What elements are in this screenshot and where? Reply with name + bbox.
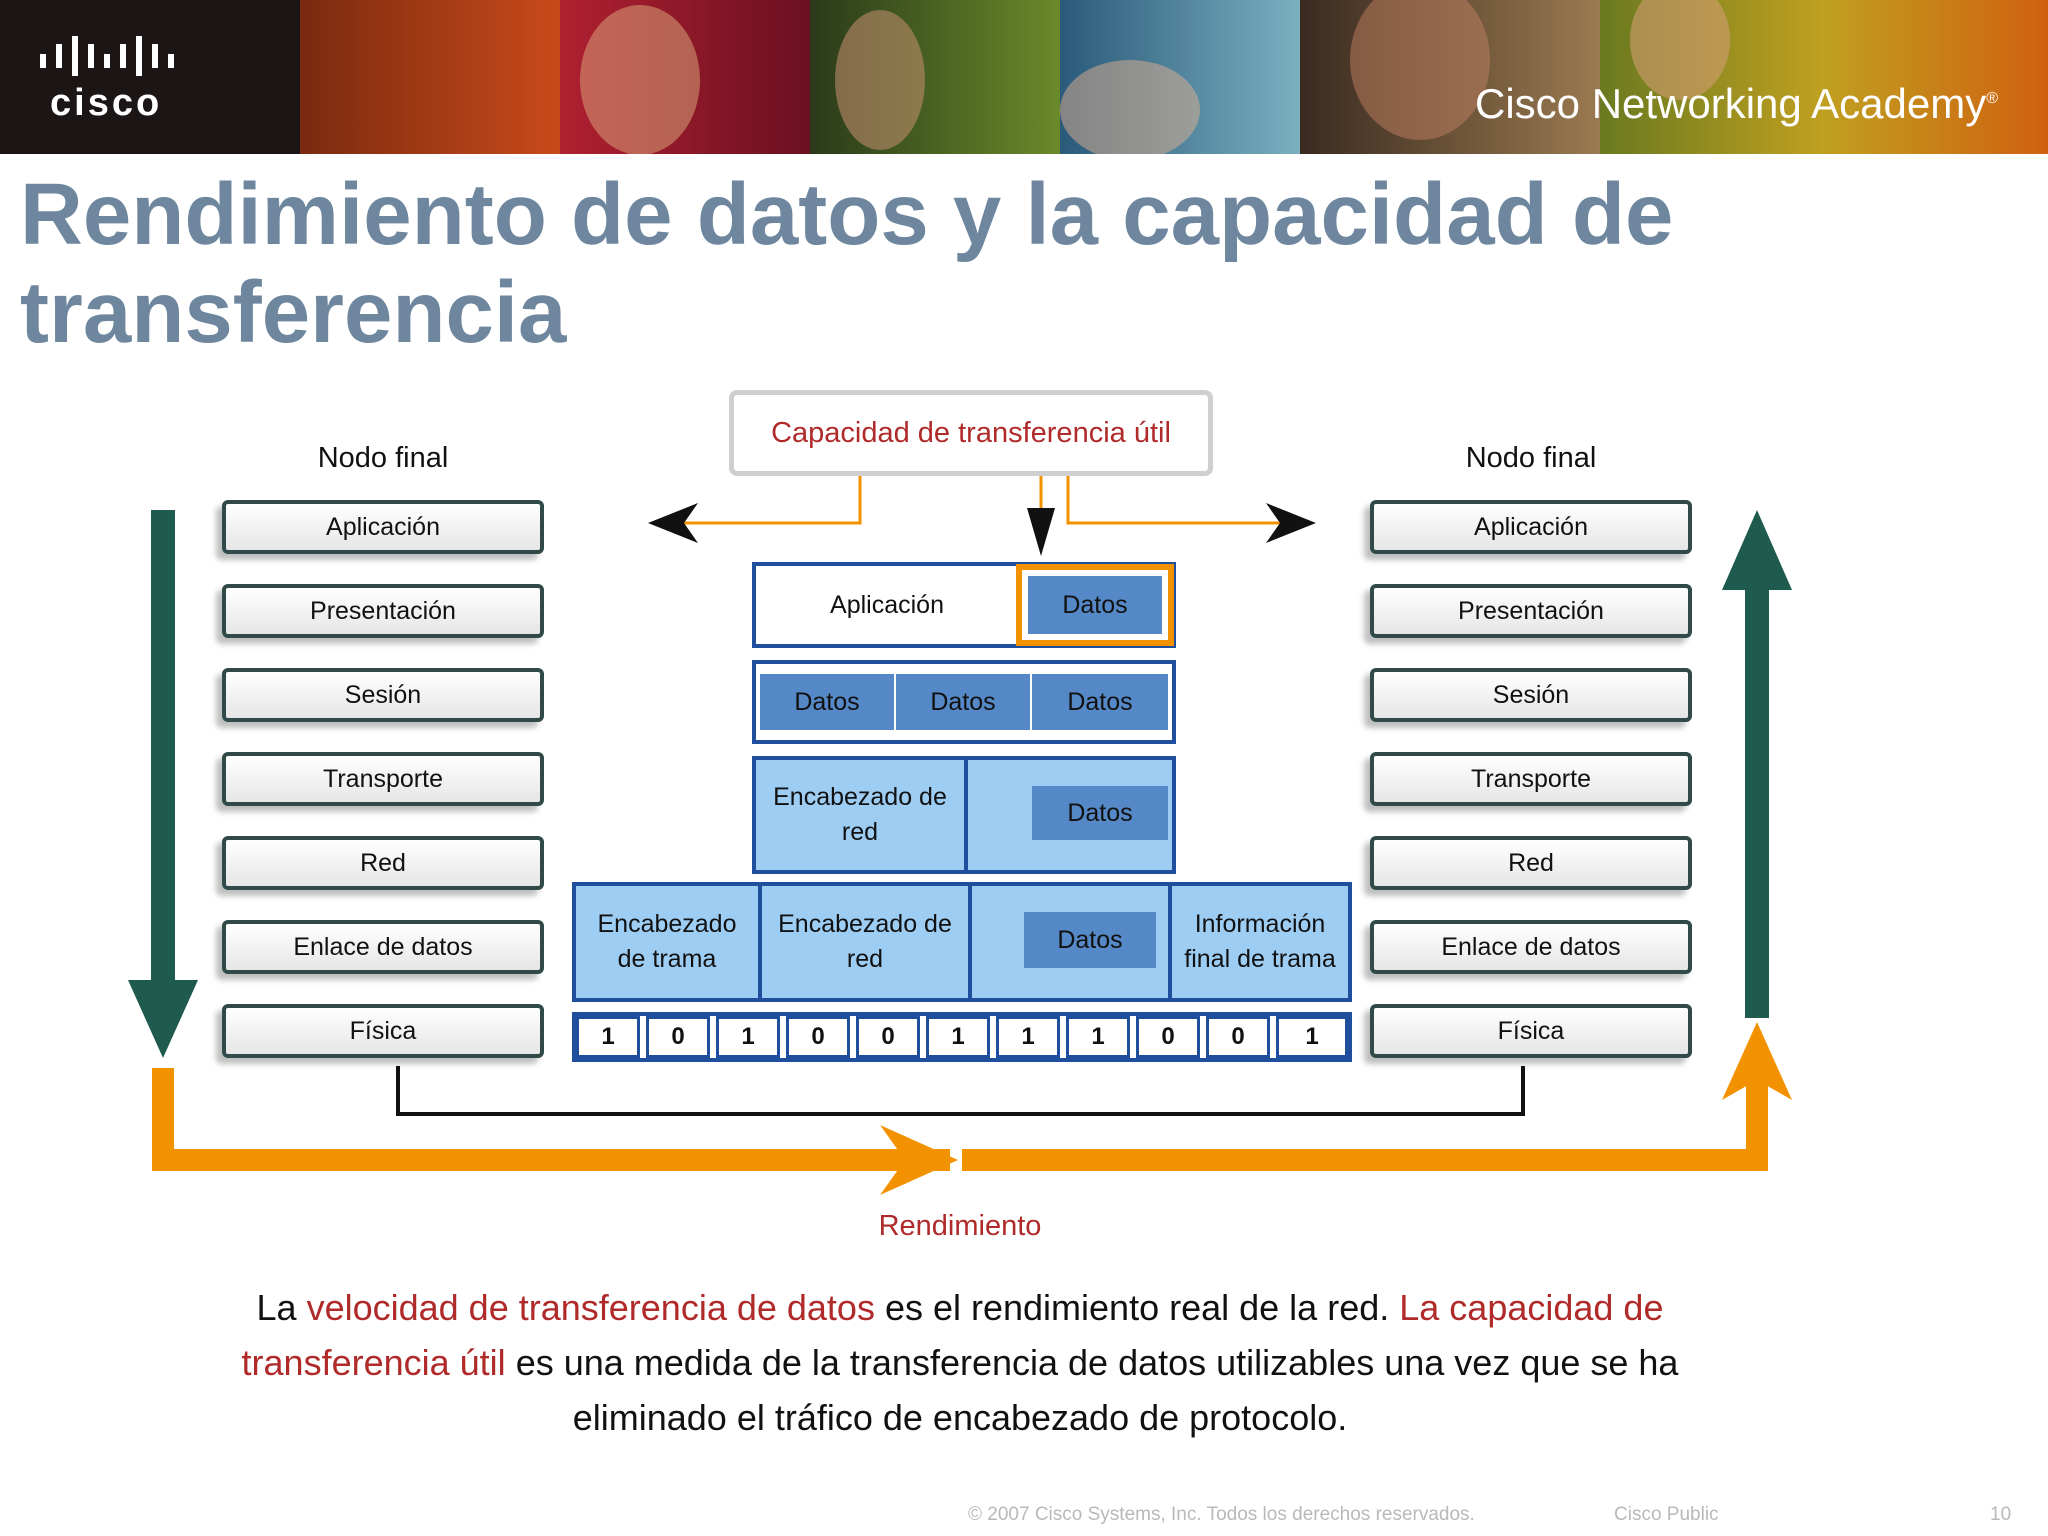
- footer-copyright: © 2007 Cisco Systems, Inc. Todos los der…: [968, 1504, 1475, 1525]
- segment-data-1: Datos: [760, 674, 894, 730]
- academy-text: Cisco Networking Academy: [1475, 80, 1987, 127]
- frame-data: Datos: [1024, 912, 1156, 968]
- left-layer-session: Sesión: [222, 668, 544, 722]
- bit: 1: [716, 1016, 780, 1058]
- cisco-logo[interactable]: cisco: [0, 0, 300, 154]
- bit: 1: [996, 1016, 1060, 1058]
- left-layer-presentation: Presentación: [222, 584, 544, 638]
- right-node-label: Nodo final: [1465, 442, 1597, 474]
- academy-title: Cisco Networking Academy®: [1475, 80, 1998, 128]
- bit: 1: [1276, 1016, 1348, 1058]
- up-arrow-icon: [1722, 510, 1792, 1018]
- segment-data-2: Datos: [896, 674, 1030, 730]
- throughput-label: Rendimiento: [878, 1210, 1042, 1242]
- bit: 0: [1206, 1016, 1270, 1058]
- page-title: Rendimiento de datos y la capacidad de t…: [20, 166, 1674, 361]
- bit: 0: [646, 1016, 710, 1058]
- caption-part-3: es una medida de la transferencia de dat…: [505, 1342, 1679, 1438]
- app-row-data: Datos: [1028, 576, 1162, 634]
- left-layer-physical: Física: [222, 1004, 544, 1058]
- right-layer-application: Aplicación: [1370, 500, 1692, 554]
- caption-part-2: es el rendimiento real de la red.: [874, 1287, 1400, 1328]
- right-layer-session: Sesión: [1370, 668, 1692, 722]
- segment-data-3: Datos: [1032, 674, 1168, 730]
- left-layer-transport: Transporte: [222, 752, 544, 806]
- left-layer-network: Red: [222, 836, 544, 890]
- cisco-wordmark: cisco: [50, 82, 163, 124]
- right-layer-transport: Transporte: [1370, 752, 1692, 806]
- bit: 0: [786, 1016, 850, 1058]
- cisco-bridge-icon: [40, 36, 174, 76]
- bit: 0: [856, 1016, 920, 1058]
- right-layer-presentation: Presentación: [1370, 584, 1692, 638]
- packet-header: Encabezado de red: [756, 760, 968, 870]
- bit: 0: [1136, 1016, 1200, 1058]
- right-layer-network: Red: [1370, 836, 1692, 890]
- bit: 1: [576, 1016, 640, 1058]
- goodput-label: Capacidad de transferencia útil: [771, 416, 1171, 449]
- physical-link-line: [396, 1066, 1525, 1116]
- bit: 1: [926, 1016, 990, 1058]
- left-node-label: Nodo final: [317, 442, 449, 474]
- header-banner: cisco Cisco Networking Academy®: [0, 0, 2048, 154]
- throughput-arrow-icon: [152, 1022, 1792, 1195]
- right-layer-physical: Física: [1370, 1004, 1692, 1058]
- app-row-app-label: Aplicación: [756, 566, 1018, 644]
- caption-highlight-goodput: La capacidad de transferencia útil: [241, 1287, 1664, 1383]
- caption-highlight-throughput: velocidad de transferencia de datos: [306, 1287, 875, 1328]
- goodput-box: Capacidad de transferencia útil: [729, 390, 1213, 476]
- registered-mark: ®: [1986, 90, 1998, 107]
- caption-text: La velocidad de transferencia de datos e…: [230, 1280, 1690, 1445]
- banner-photo-strip: [300, 0, 2048, 154]
- bit: 1: [1066, 1016, 1130, 1058]
- footer-page-number: 10: [1990, 1504, 2012, 1525]
- frame-network-header: Encabezado de red: [762, 886, 972, 998]
- frame-trailer: Información final de trama: [1168, 886, 1348, 998]
- frame-header: Encabezado de trama: [576, 886, 762, 998]
- footer-classification: Cisco Public: [1614, 1504, 1719, 1525]
- down-arrow-icon: [128, 510, 198, 1058]
- left-layer-data-link: Enlace de datos: [222, 920, 544, 974]
- left-layer-application: Aplicación: [222, 500, 544, 554]
- packet-data: Datos: [1032, 786, 1168, 840]
- goodput-arrows-icon: [648, 466, 1316, 556]
- right-layer-data-link: Enlace de datos: [1370, 920, 1692, 974]
- caption-part-1: La: [256, 1287, 307, 1328]
